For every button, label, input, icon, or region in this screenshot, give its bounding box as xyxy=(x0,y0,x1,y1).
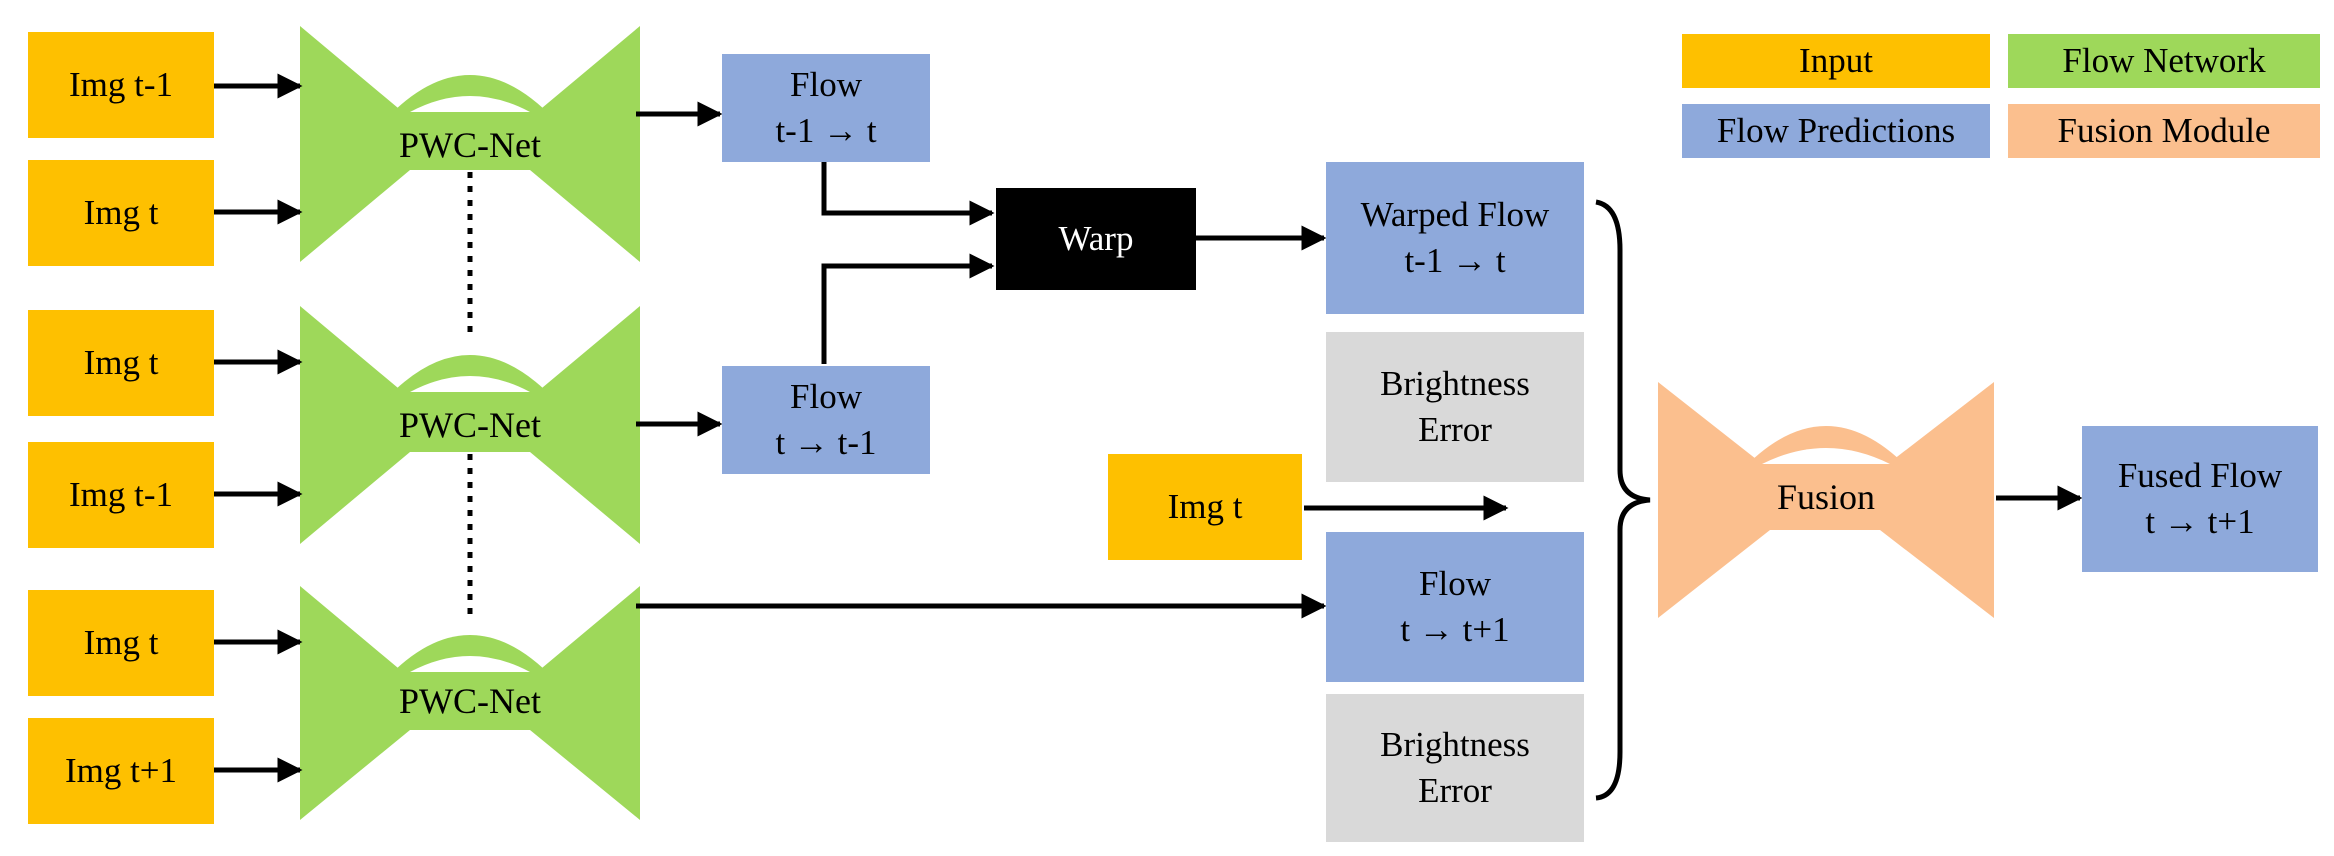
brightness2-line1: Brightness xyxy=(1380,725,1530,764)
pwc-net-2-shape xyxy=(300,306,640,544)
arrow-flow2-warp xyxy=(821,253,995,364)
flow2-line1: Flow xyxy=(790,377,862,416)
pwc-net-1-shape xyxy=(300,26,640,262)
pwc-net-3-shape xyxy=(300,586,640,820)
brightness2-line2: Error xyxy=(1418,771,1492,810)
fusion-label: Fusion xyxy=(1776,477,1876,517)
warped-flow-box: Warped Flow t-1 → t xyxy=(1326,162,1584,314)
legend-flow-predictions: Flow Predictions xyxy=(1682,104,1990,158)
fused-flow-box: Fused Flow t → t+1 xyxy=(2082,426,2318,572)
flow2-line2: t → t-1 xyxy=(775,423,877,462)
pwc-net-3-label: PWC-Net xyxy=(399,681,541,721)
brightness1-line1: Brightness xyxy=(1380,364,1530,403)
flow-t-to-t-1: Flow t → t-1 xyxy=(722,366,930,474)
flow3-line1: Flow xyxy=(1419,564,1491,603)
fused-line2: t → t+1 xyxy=(2145,502,2255,541)
legend-input: Input xyxy=(1682,34,1990,88)
flow1-line2: t-1 → t xyxy=(775,111,877,150)
fusion-shape xyxy=(1658,382,1994,618)
flow-t-to-t+1: Flow t → t+1 xyxy=(1326,532,1584,682)
flow-t-1-to-t: Flow t-1 → t xyxy=(722,54,930,162)
fusion-input-img: Img t xyxy=(1108,454,1302,560)
legend-fusion-module: Fusion Module xyxy=(2008,104,2320,158)
brightness-error-1: Brightness Error xyxy=(1326,332,1584,482)
arrow-flow1-warp xyxy=(821,162,995,226)
input-img-row3-top: Img t xyxy=(28,590,214,696)
warped-line2: t-1 → t xyxy=(1404,241,1506,280)
flow1-line1: Flow xyxy=(790,65,862,104)
brace xyxy=(1595,199,1651,801)
legend-flow-network: Flow Network xyxy=(2008,34,2320,88)
warp-box: Warp xyxy=(996,188,1196,290)
brightness1-line2: Error xyxy=(1418,410,1492,449)
brightness-error-2: Brightness Error xyxy=(1326,694,1584,842)
input-img-row1-bottom: Img t xyxy=(28,160,214,266)
pwc-net-1-label: PWC-Net xyxy=(399,125,541,165)
warped-line1: Warped Flow xyxy=(1360,195,1550,234)
input-img-row3-bottom: Img t+1 xyxy=(28,718,214,824)
pwc-net-2-label: PWC-Net xyxy=(399,405,541,445)
input-img-row2-top: Img t xyxy=(28,310,214,416)
input-img-row2-bottom: Img t-1 xyxy=(28,442,214,548)
flow3-line2: t → t+1 xyxy=(1400,610,1510,649)
input-img-row1-top: Img t-1 xyxy=(28,32,214,138)
fused-line1: Fused Flow xyxy=(2117,456,2283,495)
